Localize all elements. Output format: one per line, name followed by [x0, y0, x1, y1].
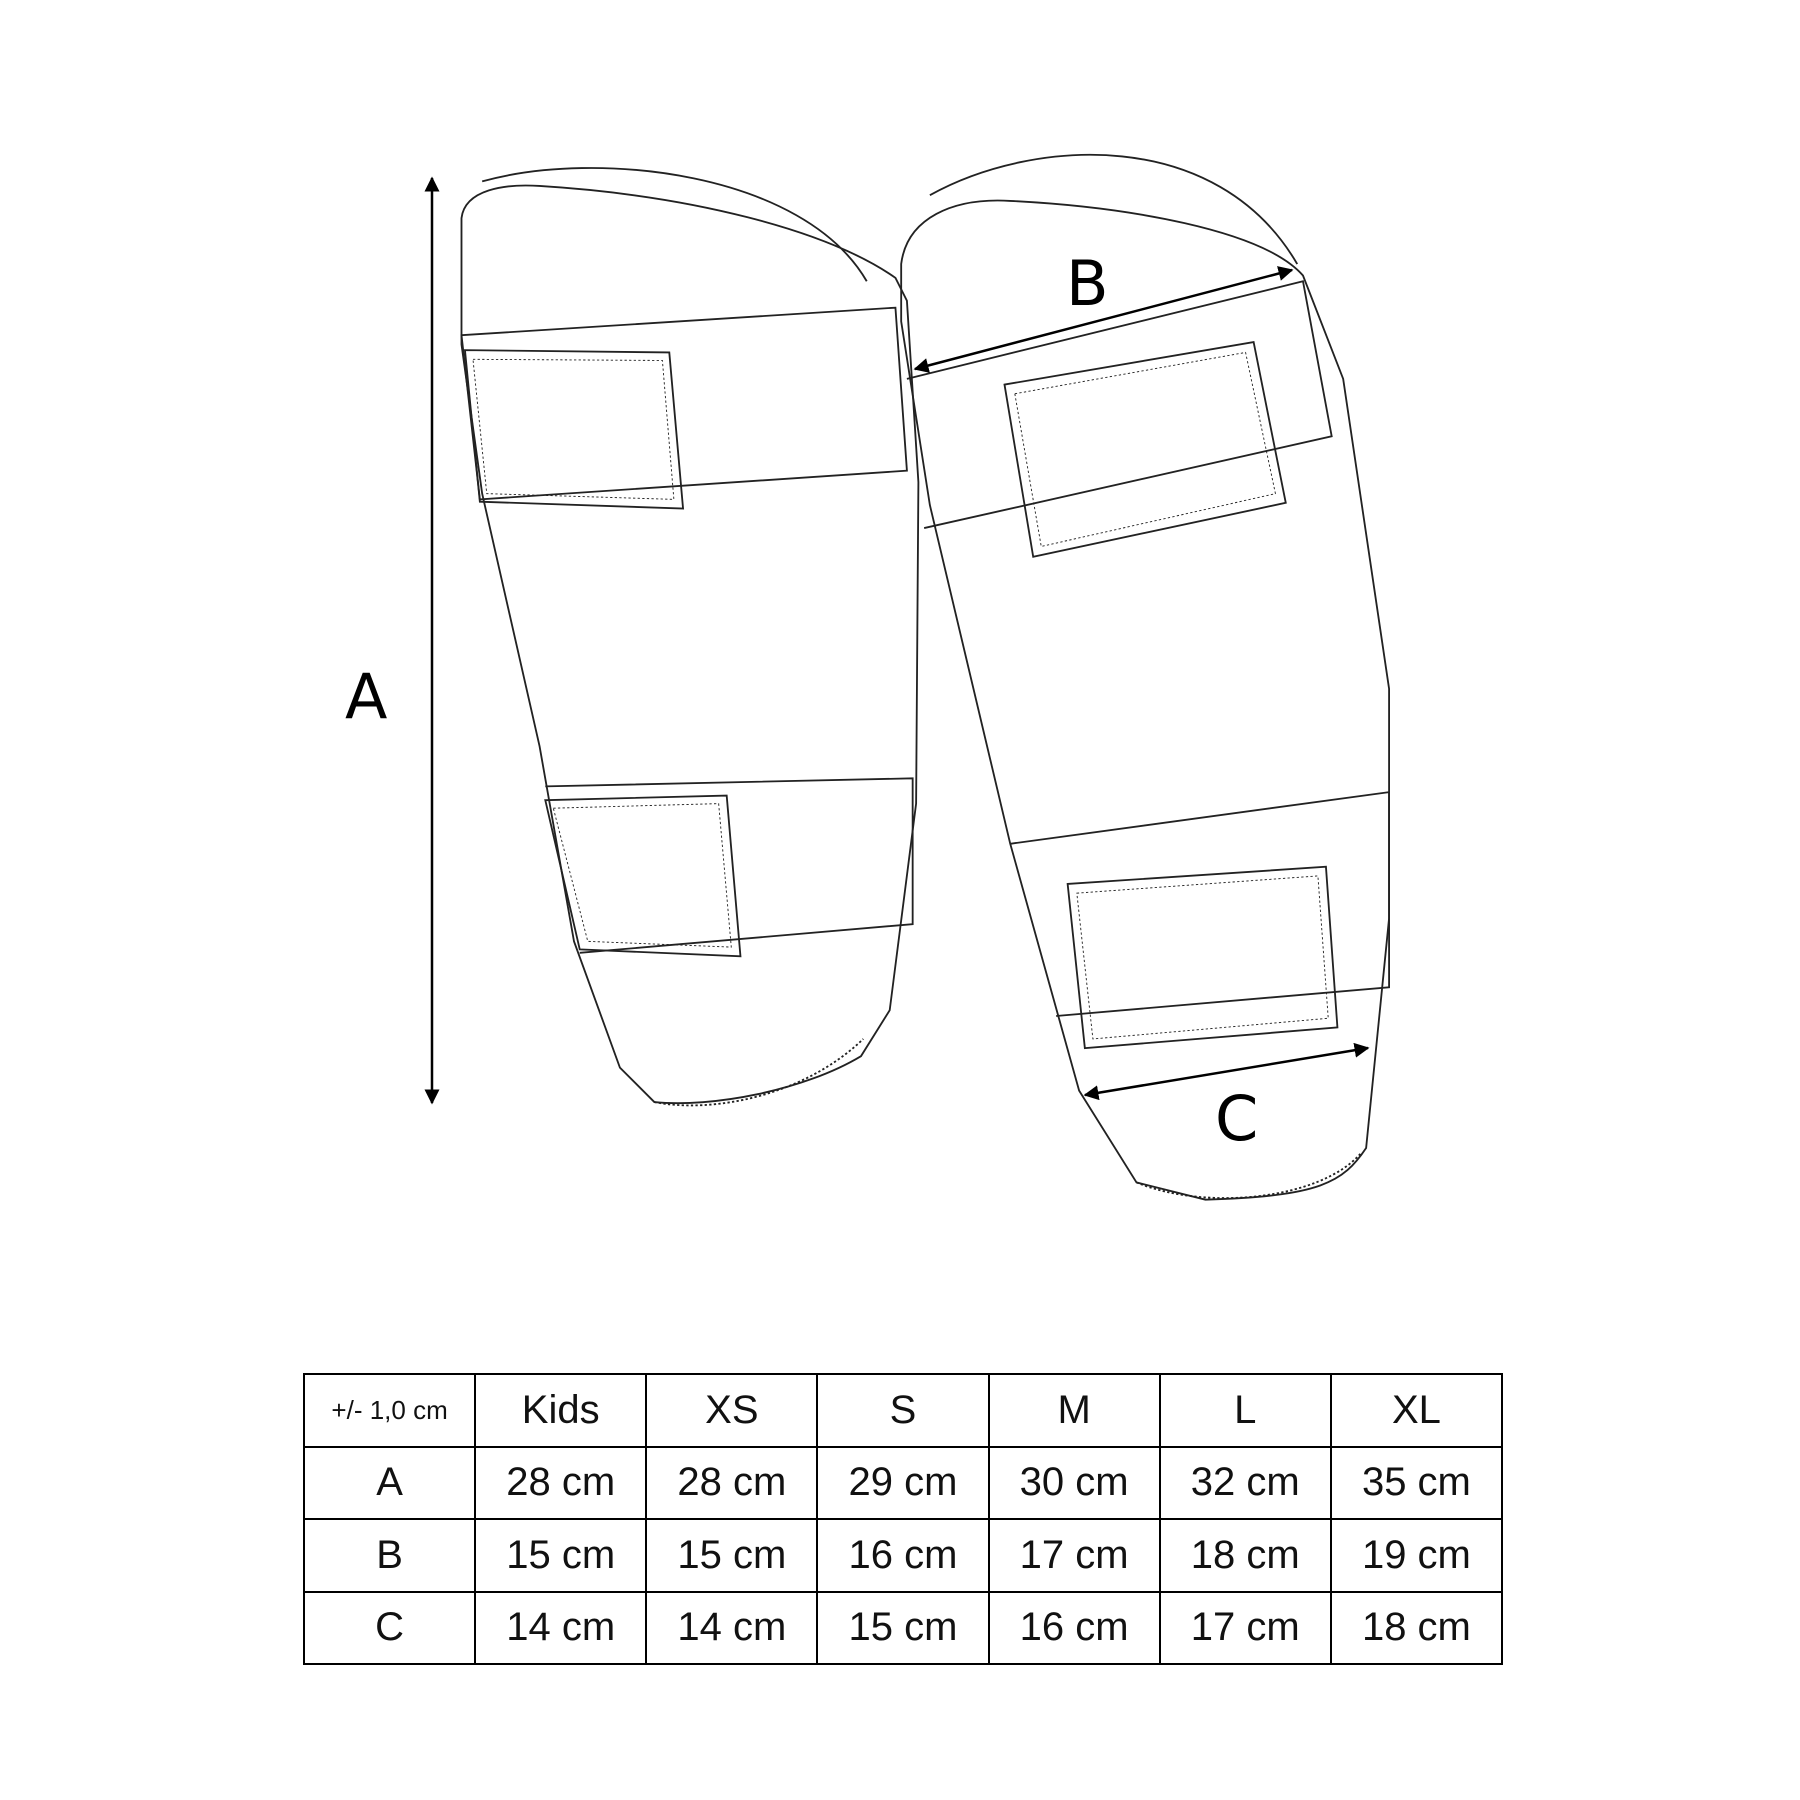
row-label: C	[302, 1590, 477, 1665]
table-cell: 18 cm	[1158, 1518, 1332, 1593]
table-cell: 15 cm	[474, 1518, 648, 1593]
table-cell: 18 cm	[1329, 1590, 1504, 1665]
left-shin-guard	[460, 167, 920, 1107]
dimension-c-arrow	[1083, 1042, 1370, 1101]
table-cell: 19 cm	[1329, 1518, 1504, 1593]
dimension-b-label: B	[1066, 247, 1109, 320]
row-label: A	[302, 1445, 477, 1520]
size-header: M	[987, 1373, 1161, 1448]
table-cell: 16 cm	[816, 1518, 990, 1593]
table-row: B 15 cm 15 cm 16 cm 17 cm 18 cm 19 cm	[302, 1518, 1504, 1593]
table-cell: 15 cm	[816, 1590, 990, 1665]
right-shin-guard	[900, 153, 1390, 1201]
table-cell: 15 cm	[645, 1518, 819, 1593]
tolerance-cell: +/- 1,0 cm	[302, 1373, 477, 1448]
dimension-c-label: C	[1215, 1082, 1258, 1155]
table-cell: 14 cm	[474, 1590, 648, 1665]
shin-guard-drawing: A B C	[345, 153, 1390, 1201]
table-row: C 14 cm 14 cm 15 cm 16 cm 17 cm 18 cm	[302, 1590, 1504, 1665]
size-header: XL	[1329, 1373, 1504, 1448]
table-row: A 28 cm 28 cm 29 cm 30 cm 32 cm 35 cm	[302, 1445, 1504, 1520]
size-header: S	[816, 1373, 990, 1448]
size-header: XS	[645, 1373, 819, 1448]
row-label: B	[302, 1518, 477, 1593]
table-cell: 28 cm	[645, 1445, 819, 1520]
table-cell: 35 cm	[1329, 1445, 1504, 1520]
table-header-row: +/- 1,0 cm Kids XS S M L XL	[302, 1373, 1504, 1448]
table-cell: 17 cm	[987, 1518, 1161, 1593]
size-header: L	[1158, 1373, 1332, 1448]
table-cell: 29 cm	[816, 1445, 990, 1520]
size-chart-table: +/- 1,0 cm Kids XS S M L XL A 28 cm 28 c…	[302, 1373, 1504, 1665]
size-header: Kids	[474, 1373, 648, 1448]
table-cell: 16 cm	[987, 1590, 1161, 1665]
table-cell: 30 cm	[987, 1445, 1161, 1520]
table-cell: 28 cm	[474, 1445, 648, 1520]
table-cell: 14 cm	[645, 1590, 819, 1665]
table-cell: 32 cm	[1158, 1445, 1332, 1520]
table-cell: 17 cm	[1158, 1590, 1332, 1665]
dimension-b-arrow	[913, 266, 1294, 373]
dimension-a-label: A	[345, 660, 387, 733]
